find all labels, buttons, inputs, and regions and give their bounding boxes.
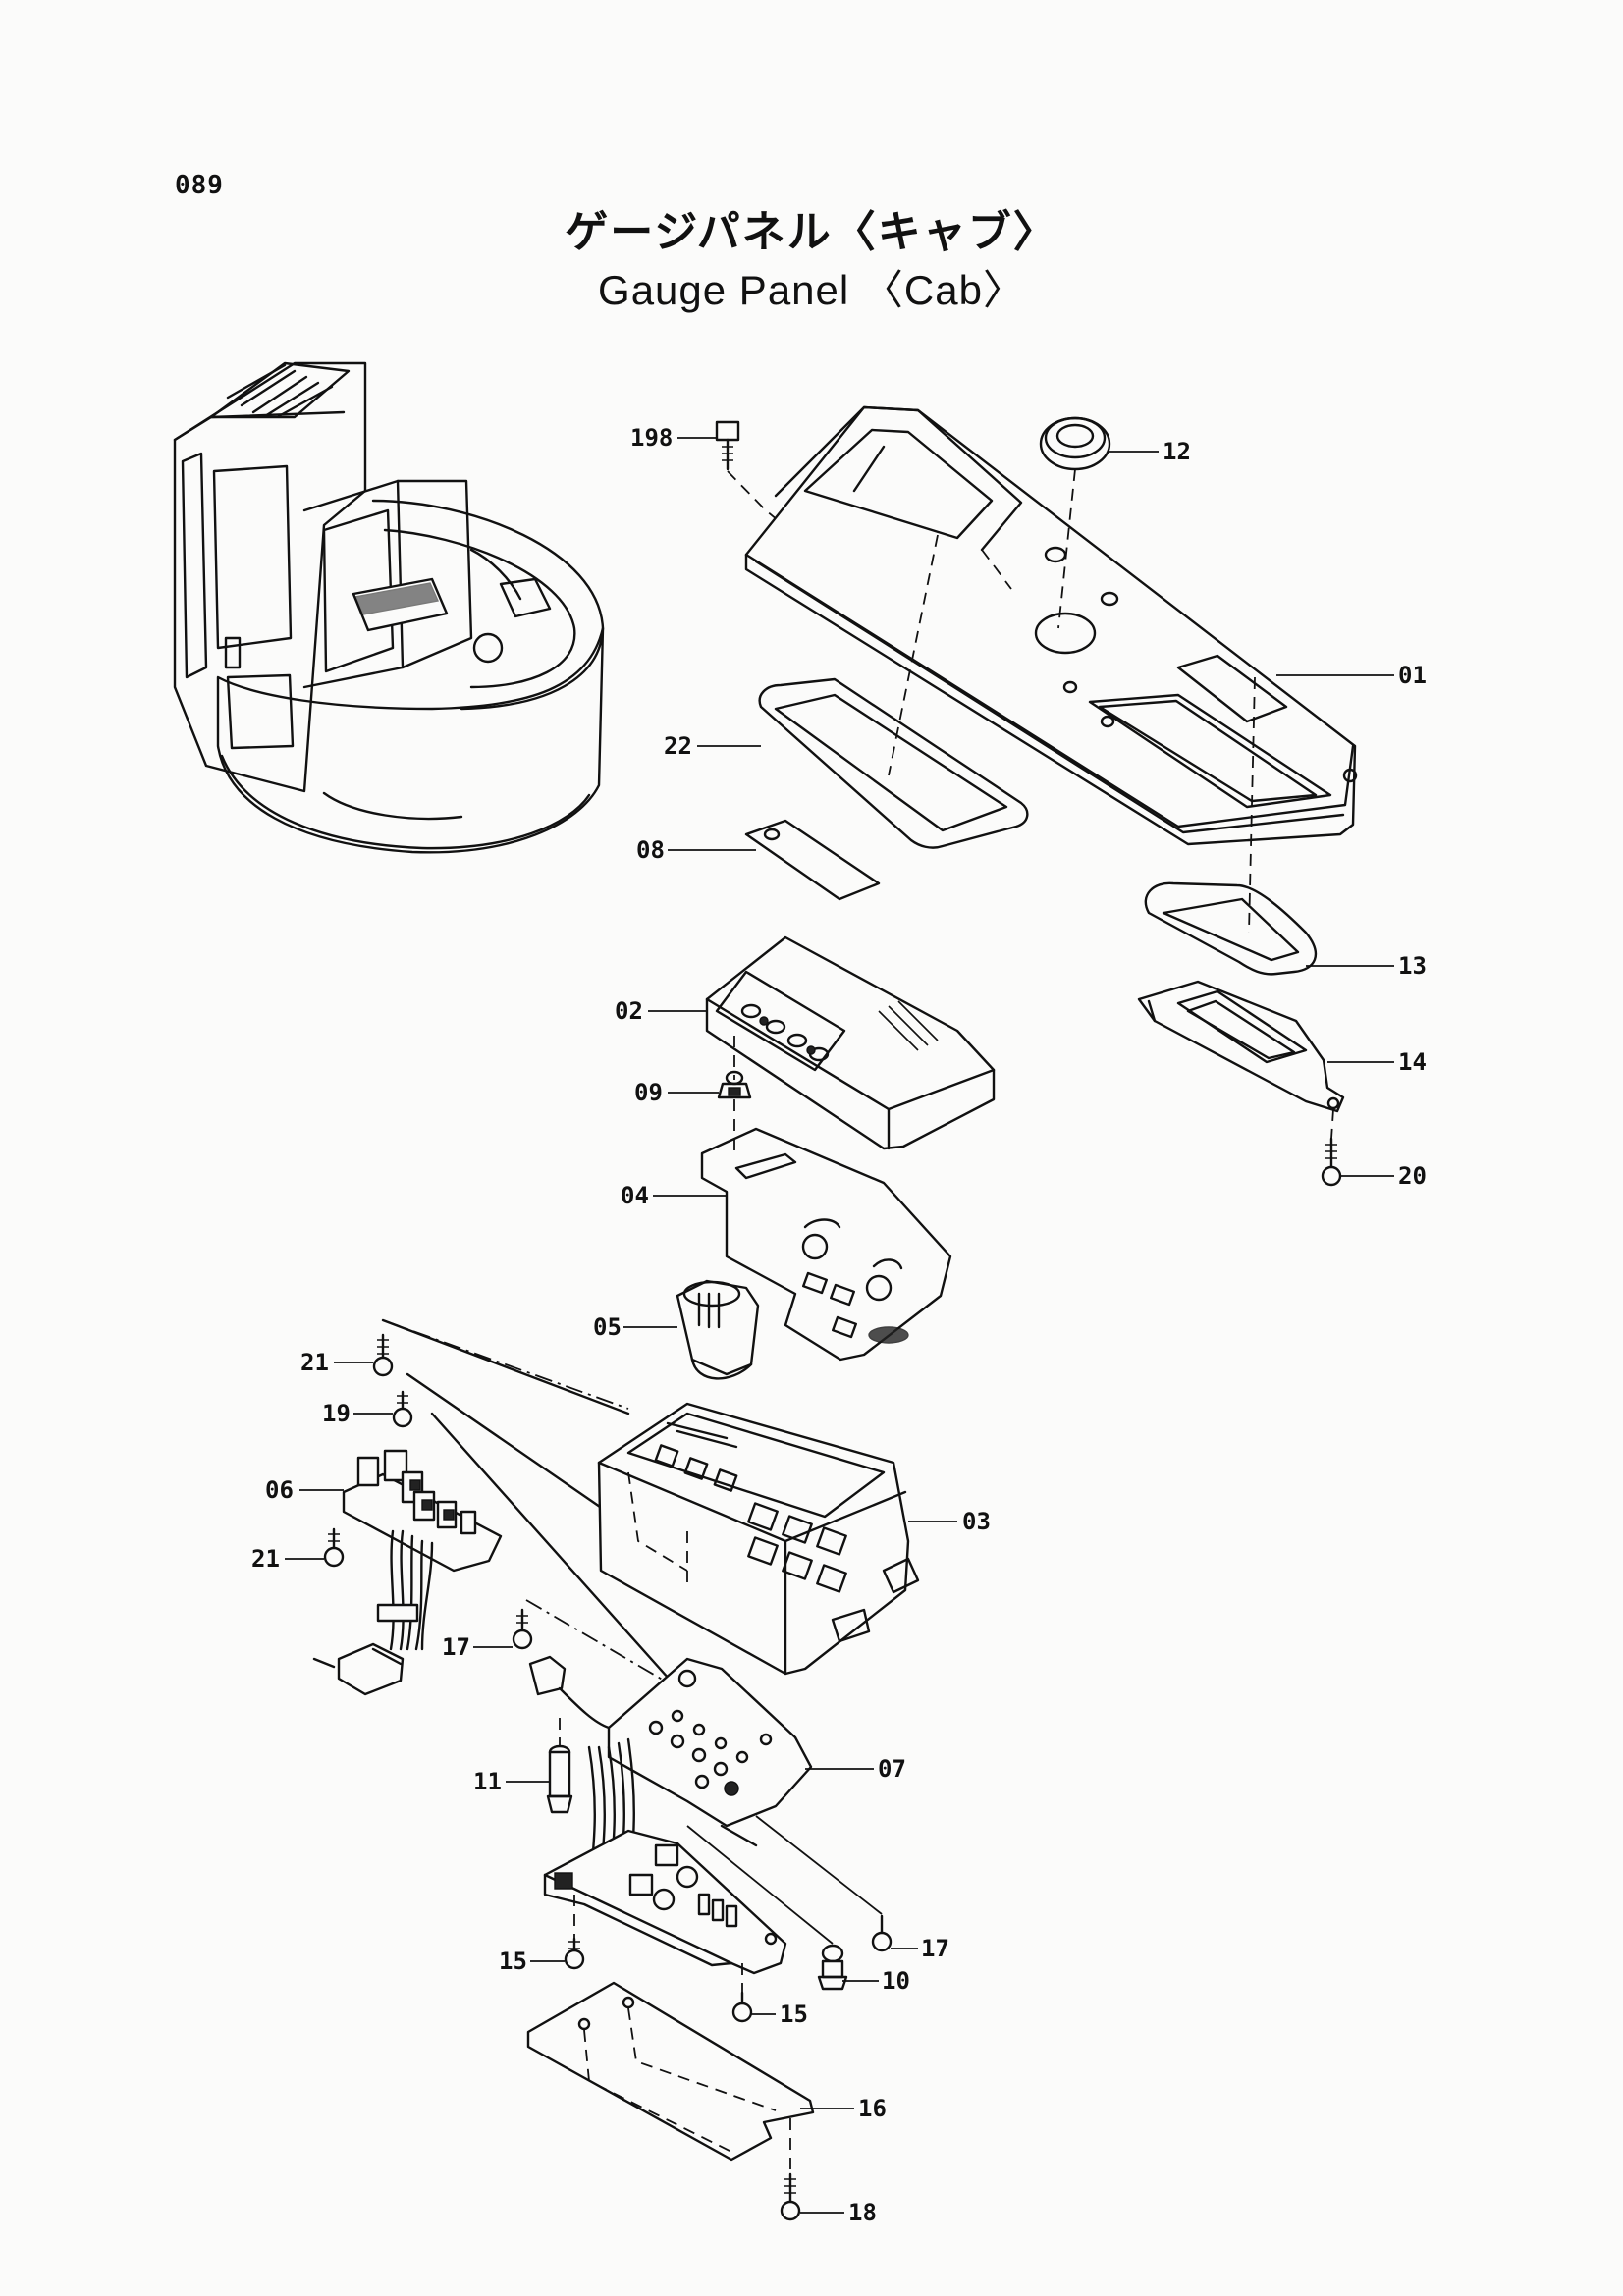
callout-15-left: 15 [499,1948,527,1975]
callout-07: 07 [878,1755,906,1783]
callout-08: 08 [636,836,665,864]
callout-02: 02 [615,997,643,1025]
callout-20: 20 [1398,1162,1427,1190]
title-japanese: ゲージパネル〈キャブ〉 [565,207,1058,257]
part-21-screw-upper [372,1318,630,1415]
part-09-bulb [717,1070,752,1099]
part-11-lamp-socket [546,1718,573,1814]
part-19-screw [392,1372,630,1528]
part-17-screw-lower [755,1815,893,1952]
callout-198: 198 [630,424,674,452]
callout-06: 06 [265,1476,294,1504]
part-22-gasket [758,534,1029,849]
part-02-gauge-cover [705,935,996,1150]
part-05-rotary-switch [676,1279,760,1380]
callout-21-upper: 21 [300,1349,329,1376]
part-14-bezel [1137,980,1345,1140]
cab-machine-illustration [173,361,605,854]
part-20-screw [1321,1137,1342,1187]
callout-16: 16 [858,2095,887,2122]
callout-13: 13 [1398,952,1427,980]
callout-15-right: 15 [780,2001,808,2028]
callout-22: 22 [664,732,692,760]
callout-19: 19 [322,1400,351,1427]
part-16-cover-plate [526,1981,815,2174]
callout-10: 10 [882,1967,910,1995]
callout-12: 12 [1163,438,1191,465]
part-15-screw-right [731,1991,753,2023]
callout-09: 09 [634,1079,663,1106]
part-04-circuit-plate [700,1099,952,1362]
part-lower-pcb [543,1829,787,1993]
part-21-screw-lower [323,1412,679,1690]
part-13-seal [1144,676,1317,976]
callout-11: 11 [473,1768,502,1795]
part-18-screw [780,2172,801,2221]
callout-01: 01 [1398,662,1427,689]
leader-lines [285,437,1394,2214]
callout-18: 18 [848,2199,877,2226]
part-03-gauge-box [597,1402,920,1676]
part-10-bulb [686,1825,848,1991]
part-15-screw-left [564,1937,585,1970]
callout-17-upper: 17 [442,1633,470,1661]
part-06-switch-board [312,1449,503,1696]
part-12-grommet [1039,416,1111,629]
title-english: Gauge Panel 〈Cab〉 [598,267,1025,313]
callout-14: 14 [1398,1048,1427,1076]
callout-21-lower: 21 [251,1545,280,1573]
part-17-screw-upper [512,1599,678,1689]
callout-05: 05 [593,1313,622,1341]
part-08-plate [744,819,881,901]
callout-03: 03 [962,1508,991,1535]
part-01-console-housing [744,405,1358,846]
callout-04: 04 [621,1182,649,1209]
page-number: 089 [175,171,224,200]
callout-17-lower: 17 [921,1935,949,1962]
